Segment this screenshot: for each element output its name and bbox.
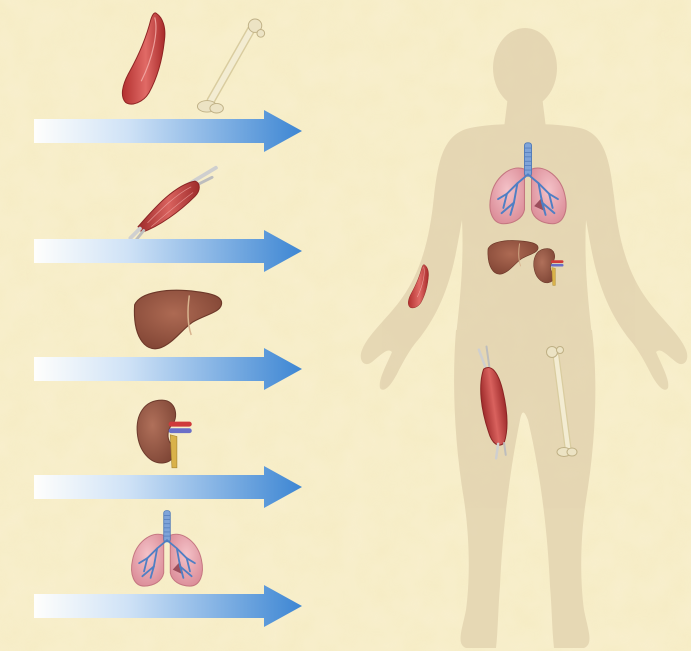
arrow-right-icon	[34, 348, 302, 390]
arrow-right-icon	[34, 230, 302, 272]
human-silhouette-icon	[361, 28, 688, 648]
blood-vessel-icon	[122, 13, 165, 104]
kidney-icon	[137, 400, 192, 468]
lungs-icon	[132, 511, 203, 586]
liver-icon	[134, 290, 221, 348]
left-column	[34, 13, 302, 627]
muscle-icon	[130, 168, 216, 240]
arrow-right-icon	[34, 585, 302, 627]
bone-icon	[197, 19, 264, 113]
arrow-right-icon	[34, 466, 302, 508]
arrow-right-icon	[34, 110, 302, 152]
